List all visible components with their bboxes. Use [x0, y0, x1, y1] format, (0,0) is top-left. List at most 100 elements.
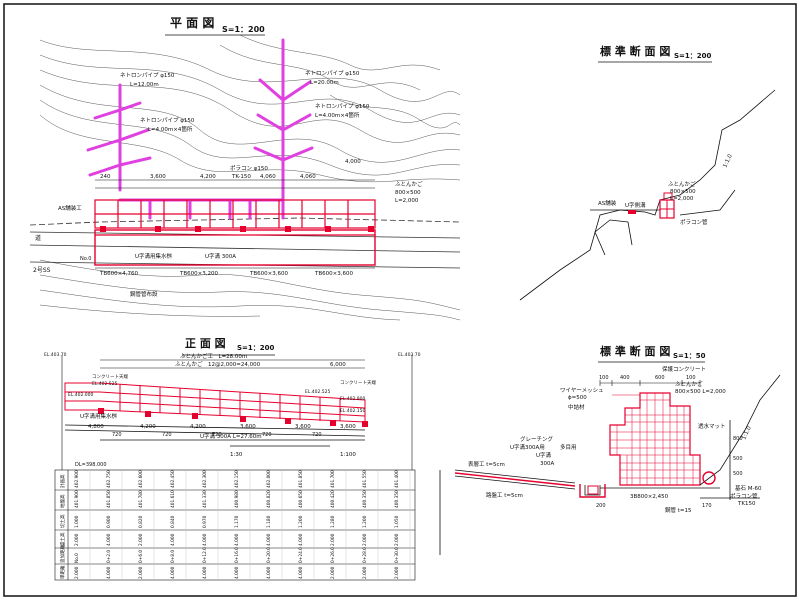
plan-dim-4: 4,060: [300, 174, 316, 180]
front-dim-gabion: ふとんかご 12@2,000=24,000: [175, 360, 261, 368]
plan-scale: S=1：200: [222, 25, 265, 34]
section-main-slope: 1:1.0: [722, 153, 734, 169]
table-cell: 2.000: [362, 566, 368, 579]
plan-dim-2: 4,200: [200, 174, 216, 180]
table-cell: 0+20.0: [266, 547, 272, 563]
front-scale: S=1：200: [237, 344, 275, 352]
table-cell: 0+26.0: [330, 547, 336, 563]
table-cell: 0+2.0: [106, 550, 112, 563]
plan-dim-lines: [95, 179, 375, 269]
pipe-label-1: ネトロンパイプ φ150: [120, 72, 175, 79]
front-conc-left: コンクリート天端: [92, 373, 128, 380]
pipe-label-3-len: L=20.00m: [310, 80, 339, 86]
front-tick-1: 720: [162, 432, 172, 438]
table-cell: 2.000: [394, 533, 400, 546]
front-tick-3: 720: [262, 432, 272, 438]
table-cell: 401.700: [330, 470, 336, 488]
table-cell: 401.610: [170, 490, 176, 508]
detail-stone: 基石 M-60: [735, 484, 762, 492]
section-main-ground: [519, 89, 776, 301]
table-cell: 1.200: [298, 515, 304, 528]
detail-grating-3: 多目用: [560, 443, 577, 451]
section-main-view: 標 準 断 面 図 S=1：200 ふとんかご 800×500 L=2,000 …: [519, 44, 776, 301]
front-right-el-1: EL.402.900: [340, 396, 366, 402]
table-cell: 4.000: [266, 533, 272, 546]
detail-wire-size: ϕ=500: [568, 395, 587, 401]
section-main-scale: S=1：200: [674, 52, 712, 60]
pipe-install-label: 鋼管管布設: [130, 290, 158, 298]
pipe-label-1-len: L=12.00m: [130, 82, 159, 88]
detail-basin: [587, 485, 599, 495]
gabion-len-plan: L=2,000: [395, 198, 419, 204]
section-main-gabion: [628, 192, 675, 219]
table-cell: 4.000: [106, 566, 112, 579]
plan-title: 平 面 図: [170, 16, 214, 30]
front-right-axis-top: EL.403.70: [398, 352, 421, 358]
front-view: 正 面 図 S=1：200 ふとんかご工 L=28.00m ふとんかご 12@2…: [44, 336, 421, 581]
front-span-5: 3,600: [340, 424, 356, 430]
table-cell: 400.350: [362, 490, 368, 508]
as-pavement-label: AS舗装工: [58, 204, 82, 212]
table-cell: 4.000: [298, 566, 304, 579]
catch-basins: [100, 226, 374, 232]
pipe-label-4: ネトロンパイプ φ150: [315, 103, 370, 110]
table-cell: 0.970: [202, 515, 208, 528]
detail-wire: ワイヤーメッシュ: [560, 387, 604, 394]
front-tick-2: 720: [212, 432, 222, 438]
front-top-dims: [100, 359, 365, 369]
front-span-1: 4,200: [140, 424, 156, 430]
table-cell: 4.000: [170, 533, 176, 546]
row-label-5: 単距離: [59, 565, 66, 579]
sheet-frame: [3, 3, 797, 597]
detail-mat: 透水マット: [698, 422, 726, 430]
section-main-as-label: AS舗装: [598, 199, 617, 207]
detail-u-ditch: U字溝: [536, 451, 552, 459]
gabion-label-plan: ふとんかご: [395, 180, 423, 188]
table-cell: 2.000: [362, 533, 368, 546]
table-cell: 4.000: [266, 566, 272, 579]
plan-bottom-dim-2: TB600×3,600: [249, 271, 288, 277]
table-cell: 1.200: [362, 515, 368, 528]
detail-red-parts: [454, 471, 716, 498]
pipe-label-4-len: L=4.00m×4箇所: [315, 111, 360, 119]
detail-top-dims: [599, 380, 701, 386]
section-main-gabion-len: L=2,000: [670, 196, 694, 202]
road-mark-2: 2号SS: [33, 267, 51, 274]
table-cell: 0+30.0: [394, 547, 400, 563]
road-mark: 道: [35, 234, 41, 242]
detail-top-dim-0: 100: [599, 375, 609, 381]
table-cell: 402.000: [266, 470, 272, 488]
table-cell: 0.900: [106, 515, 112, 528]
table-cell: 4.000: [170, 566, 176, 579]
plan-bottom-dim-1: TB600×3,200: [179, 271, 218, 277]
front-dim-total: ふとんかご工 L=28.00m: [180, 352, 247, 360]
table-cell: 0.840: [170, 515, 176, 528]
table-cell: 4.000: [234, 566, 240, 579]
table-cell: 402.300: [202, 470, 208, 488]
table-cell: 0+24.0: [298, 547, 304, 563]
table-cell: 402.150: [234, 470, 240, 488]
front-tick-0: 720: [112, 432, 122, 438]
table-cell: 402.450: [170, 470, 176, 488]
section-main-u-label: U字側溝: [625, 201, 646, 209]
front-basins: [98, 408, 368, 427]
table-cell: 2.000: [74, 566, 80, 579]
section-detail-view: 標 準 断 面 図 S=1：50 100 400 600 100: [439, 344, 781, 555]
u-ditch-label-2: U字溝 300A: [205, 252, 236, 260]
detail-title: 標 準 断 面 図: [600, 344, 670, 358]
table-cell: 4.000: [298, 533, 304, 546]
gabion-size-plan: 800×500: [395, 190, 421, 196]
detail-gabion-grid: [609, 392, 701, 486]
detail-protection: 保護コンクリート: [662, 365, 706, 373]
u-ditch-label: U字溝用集水桝: [135, 252, 173, 260]
detail-top-dim-2: 600: [655, 375, 665, 381]
front-conc-right: コンクリート天端: [340, 379, 376, 386]
front-title: 正 面 図: [185, 336, 226, 350]
table-cell: 400.980: [234, 490, 240, 508]
detail-bottom: 3B800×2,450: [630, 494, 669, 500]
detail-small-dim-0: 200: [596, 503, 606, 509]
plan-dim-1: 3,600: [150, 174, 166, 180]
section-main-title: 標 準 断 面 図: [600, 44, 670, 58]
front-elev-axes: [61, 355, 413, 470]
